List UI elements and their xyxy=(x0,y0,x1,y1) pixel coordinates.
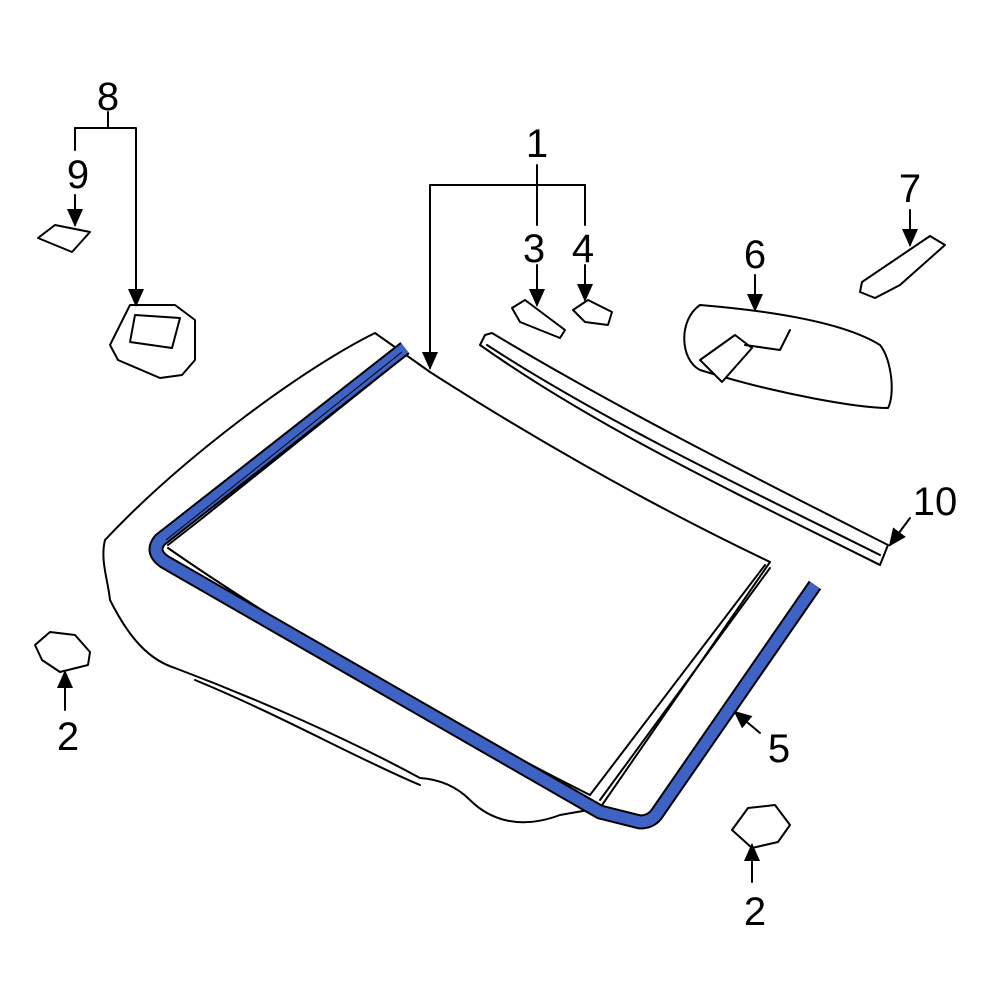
rearview-mirror[interactable] xyxy=(683,304,893,409)
bracket-left[interactable] xyxy=(34,631,91,673)
windshield-molding[interactable] xyxy=(148,342,822,830)
callout-2: 2 xyxy=(57,715,79,759)
sensor-pad[interactable] xyxy=(37,224,91,253)
rain-sensor[interactable] xyxy=(109,304,196,379)
callout-3: 3 xyxy=(523,227,545,271)
callout-2: 2 xyxy=(744,890,766,934)
leader-lines xyxy=(57,111,918,883)
upper-molding-strip[interactable] xyxy=(479,332,889,566)
callout-10: 10 xyxy=(913,480,958,524)
callout-9: 9 xyxy=(67,153,89,197)
callout-1: 1 xyxy=(526,122,548,166)
callout-8: 8 xyxy=(97,75,119,119)
mirror-cover[interactable] xyxy=(859,235,946,299)
callout-5: 5 xyxy=(768,727,790,771)
bracket-right[interactable] xyxy=(731,804,791,849)
callout-4: 4 xyxy=(572,227,594,271)
clip-4[interactable] xyxy=(572,299,613,326)
clip-3[interactable] xyxy=(511,299,566,339)
callout-6: 6 xyxy=(744,233,766,277)
callout-7: 7 xyxy=(899,167,921,211)
